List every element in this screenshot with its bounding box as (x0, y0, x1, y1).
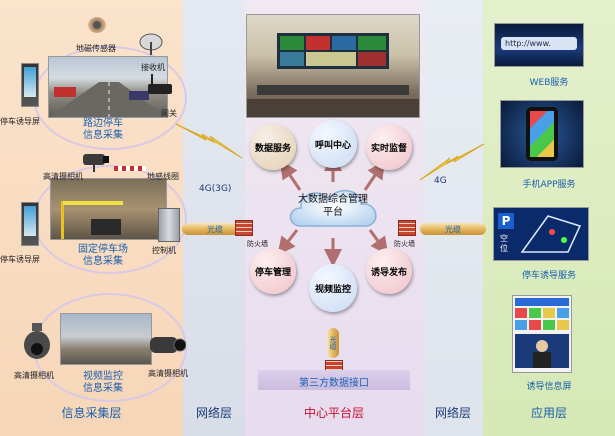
control-center-photo (246, 14, 420, 118)
mobile-app-service-label: 手机APP服务 (522, 180, 576, 190)
parking-lot-photo (50, 178, 167, 240)
fiber-cable-right: 光缆 (420, 223, 486, 235)
dome-camera-icon (22, 323, 52, 365)
firewall-right-label: 防火墙 (394, 240, 415, 248)
node-realtime-supervision: 实时监督 (366, 124, 412, 170)
controller-label: 控制机 (152, 246, 176, 255)
firewall-right-icon (398, 220, 416, 236)
node-parking-management: 停车管理 (250, 248, 296, 294)
layer-label-collection: 信息采集层 (61, 406, 122, 420)
network-left-4g-label: 4G(3G) (199, 184, 232, 194)
wireless-lightning-left-icon (175, 118, 246, 166)
video-camera-left-label: 高清摄相机 (14, 371, 54, 380)
node-call-center: 呼叫中心 (309, 120, 357, 168)
guide-screen-image (512, 295, 572, 373)
guide-info-screen-label: 诱导信息屏 (526, 382, 572, 392)
layer-label-network-right: 网络层 (434, 406, 471, 420)
node-video-monitor: 视频监控 (309, 264, 357, 312)
sensor-label: 地磁传感器 (76, 44, 116, 53)
receiver-label: 接收机 (141, 63, 165, 72)
lot-guide-screen-icon (21, 202, 39, 246)
loop-label: 地感线圈 (147, 172, 179, 181)
platform-hub-label: 大数据综合管理 平台 (298, 194, 368, 218)
gateway-router-icon (148, 84, 172, 94)
network-layer-right-panel (423, 0, 483, 436)
video-title: 视频监控 信息采集 (83, 371, 123, 394)
gateway-label: 网关 (161, 109, 177, 118)
mobile-app-image (500, 100, 584, 168)
video-camera-right-label: 高清摄相机 (148, 369, 188, 378)
lot-guide-screen-label: 停车诱导屏 (0, 255, 40, 264)
layer-label-application: 应用层 (530, 406, 567, 420)
gateway-antenna-icon (151, 74, 153, 84)
lot-camera-label: 高清摄相机 (43, 172, 83, 181)
web-service-label: WEB服务 (529, 78, 569, 88)
layer-label-network-left: 网络层 (195, 406, 232, 420)
bullet-camera-icon (150, 333, 187, 365)
node-data-service: 数据服务 (250, 124, 296, 170)
barrier-gate-icon (114, 166, 146, 171)
node-guide-publish: 诱导发布 (366, 248, 412, 294)
third-party-interface-bar (258, 370, 410, 390)
geomagnetic-sensor-icon (88, 17, 106, 33)
fiber-cable-left: 光缆 (182, 223, 248, 235)
receiver-dish-icon (138, 30, 164, 60)
guide-screen-icon (21, 63, 39, 107)
lot-title: 固定停车场 信息采集 (78, 244, 128, 267)
controller-machine-icon (158, 208, 180, 242)
layer-label-center: 中心平台层 (303, 406, 364, 420)
guide-service-image: P 空 位 (493, 207, 589, 261)
wireless-lightning-right-icon (419, 140, 486, 188)
firewall-left-icon (235, 220, 253, 236)
platform-cloud-icon (283, 180, 383, 242)
third-party-interface-label: 第三方数据接口 (299, 378, 369, 389)
guide-service-label: 停车诱导服务 (521, 271, 576, 281)
roadside-title: 路边停车 信息采集 (83, 118, 123, 141)
network-right-4g-label: 4G (434, 176, 447, 186)
web-service-image: http://www. (494, 23, 584, 67)
firewall-left-label: 防火墙 (247, 240, 268, 248)
fiber-cable-bottom: 光缆 (327, 328, 339, 358)
hd-camera-icon (83, 150, 113, 176)
street-video-photo (60, 313, 152, 365)
roadside-guide-screen-label: 停车诱导屏 (0, 117, 40, 126)
network-layer-left-panel (183, 0, 245, 436)
